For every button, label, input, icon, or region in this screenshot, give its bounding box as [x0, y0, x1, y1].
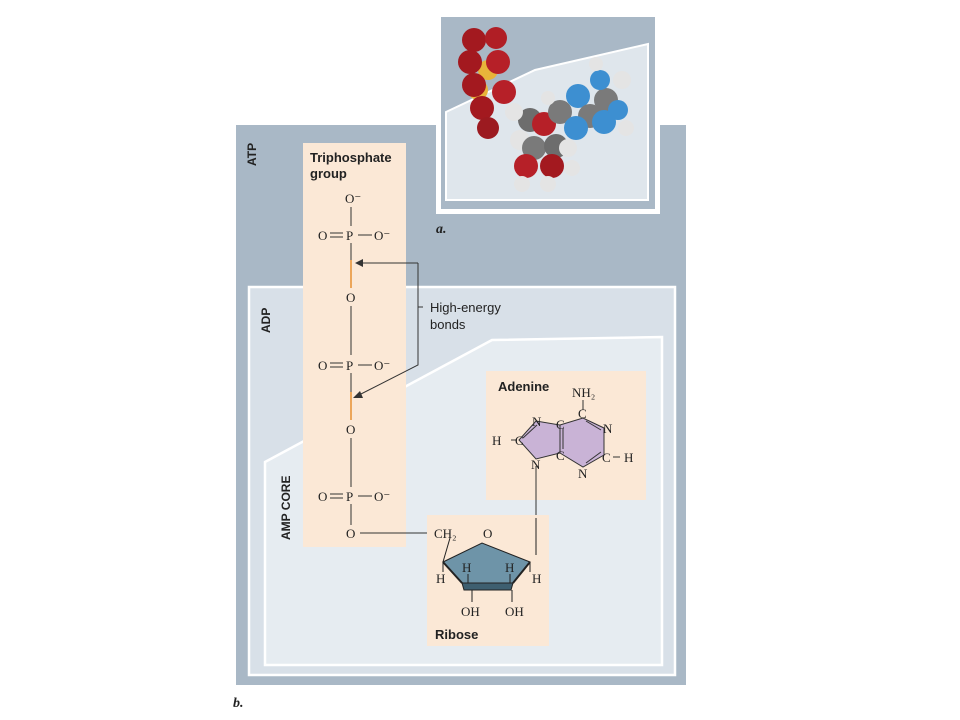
- ribose-ring: [442, 518, 537, 602]
- adenine-title: Adenine: [498, 379, 549, 394]
- atom-o: O: [483, 526, 492, 541]
- space-filling-model: [436, 12, 660, 214]
- atom-n: N: [531, 457, 541, 472]
- atom-p: P: [346, 358, 353, 373]
- high-energy-label: High-energy: [430, 300, 501, 315]
- atp-region-label: ATP: [245, 143, 259, 166]
- atom-o-minus: O⁻: [374, 228, 390, 243]
- atom-p: P: [346, 489, 353, 504]
- atom-o: O: [346, 526, 355, 541]
- atom-n: N: [532, 414, 542, 429]
- triphosphate-title-2: group: [310, 166, 347, 181]
- triphosphate-title: Triphosphate: [310, 150, 392, 165]
- adp-region-label: ADP: [259, 308, 273, 333]
- high-energy-arrows: [353, 259, 423, 398]
- atom-c: C: [578, 406, 587, 421]
- atom-c: C: [602, 450, 611, 465]
- atom-oh: OH: [461, 604, 480, 619]
- high-energy-label-2: bonds: [430, 317, 466, 332]
- atom-ch2: CH₂: [434, 526, 457, 541]
- atom-nh2: NH₂: [572, 385, 595, 400]
- panel-b-label: b.: [233, 696, 244, 711]
- atom-o: O: [318, 228, 327, 243]
- atom-h: H: [436, 571, 445, 586]
- atom-p: P: [346, 228, 353, 243]
- atom-o-minus: O⁻: [345, 191, 361, 206]
- atom-o: O: [346, 422, 355, 437]
- atom-o: O: [346, 290, 355, 305]
- amp-core-region-label: AMP CORE: [279, 476, 293, 540]
- atom-h: H: [532, 571, 541, 586]
- atom-o: O: [318, 358, 327, 373]
- atom-o-minus: O⁻: [374, 489, 390, 504]
- triphosphate-box: [303, 143, 406, 547]
- atom-h: H: [624, 450, 633, 465]
- atom-c: C: [515, 433, 524, 448]
- adenine-rings: [511, 400, 620, 518]
- atom-n: N: [578, 466, 588, 481]
- atom-h: H: [462, 560, 471, 575]
- ribose-title: Ribose: [435, 627, 478, 642]
- atom-h: H: [492, 433, 501, 448]
- atom-o-minus: O⁻: [374, 358, 390, 373]
- atom-h: H: [505, 560, 514, 575]
- atom-c: C: [556, 417, 565, 432]
- atom-o: O: [318, 489, 327, 504]
- panel-a-label: a.: [436, 222, 447, 237]
- atom-c: C: [556, 448, 565, 463]
- atom-n: N: [603, 421, 613, 436]
- phosphate-chain: [330, 207, 433, 534]
- atom-oh: OH: [505, 604, 524, 619]
